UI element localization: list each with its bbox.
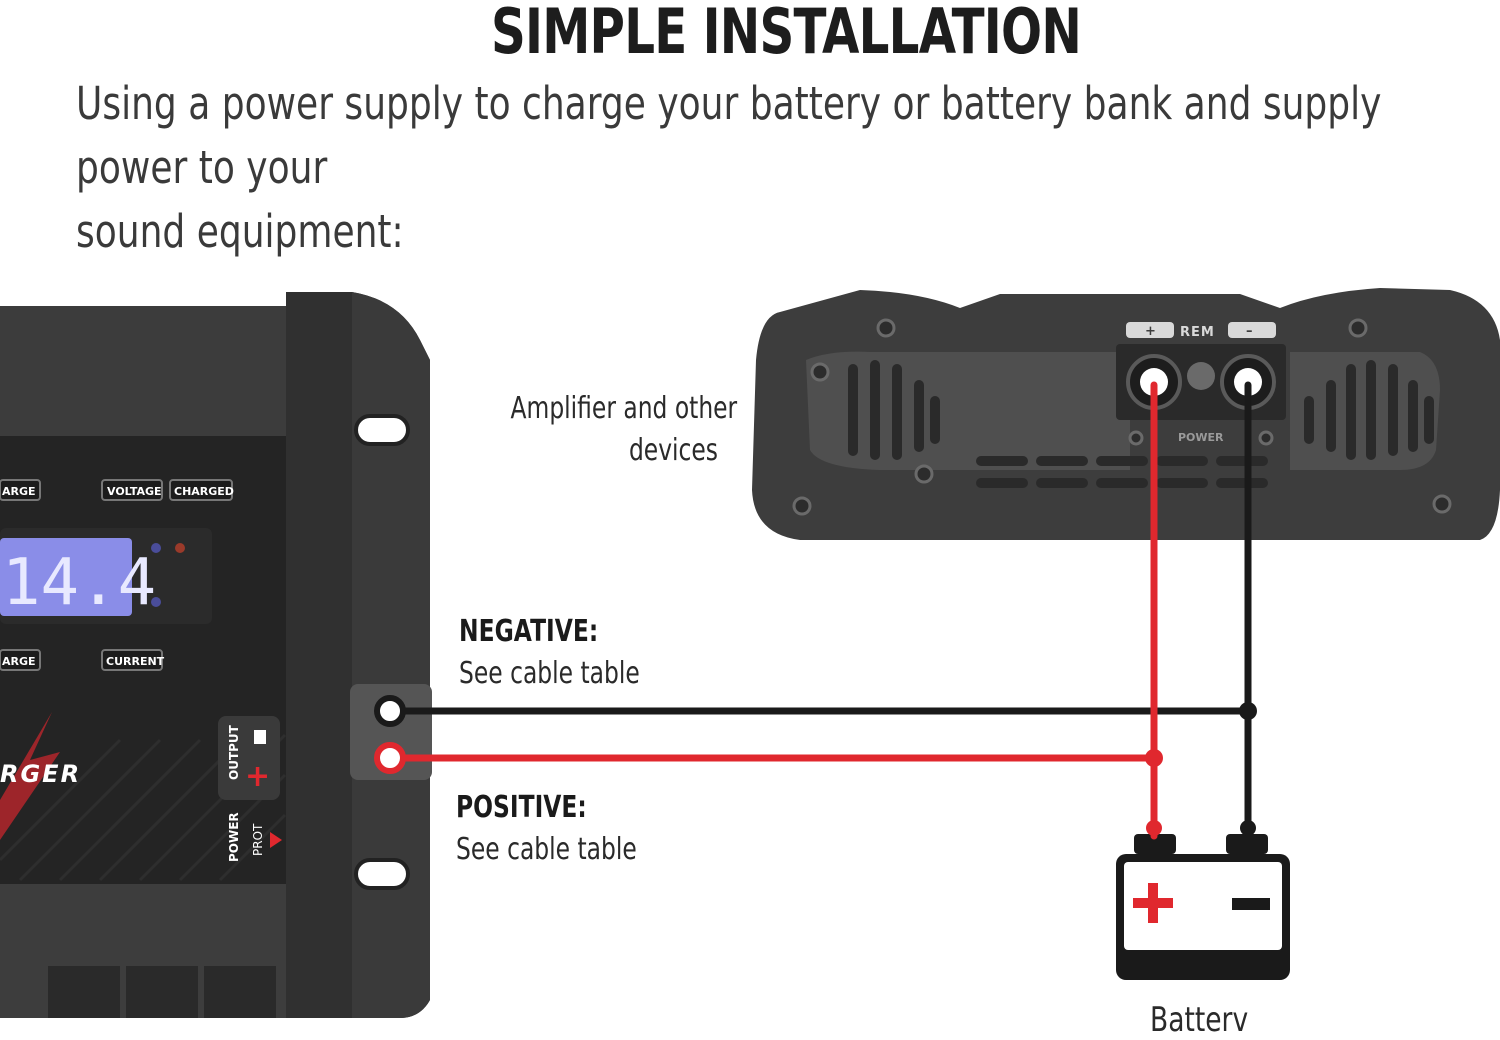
wiring xyxy=(386,381,1252,840)
page-subtitle: Using a power supply to charge your batt… xyxy=(76,72,1436,264)
battery-positive-joint xyxy=(1146,820,1162,836)
indicator-led-3 xyxy=(151,597,161,607)
negative-subtitle: See cable table xyxy=(459,656,640,691)
tag-charged: CHARGED xyxy=(174,485,234,498)
charger-end-cap-side xyxy=(352,292,430,1018)
charger-top-panel xyxy=(0,306,290,436)
positive-title: POSITIVE: xyxy=(456,790,587,825)
battery-minus-icon xyxy=(1232,898,1270,910)
battery xyxy=(1116,834,1290,980)
battery-label-area xyxy=(1124,862,1282,950)
indicator-led-1 xyxy=(151,543,161,553)
output-minus-icon xyxy=(254,730,266,744)
positive-subtitle: See cable table xyxy=(456,832,637,867)
amp-plus-label: + xyxy=(1145,324,1156,339)
negative-junction xyxy=(1239,702,1257,720)
amplifier-label-line-2: devices xyxy=(628,433,718,468)
charger-positive-terminal xyxy=(374,742,406,774)
heat-sink-fins xyxy=(848,360,1434,460)
battery-plus-icon-v xyxy=(1148,883,1158,923)
amp-plus-tag xyxy=(1126,322,1174,338)
amplifier-device: + REM – POWER xyxy=(752,288,1500,540)
amp-rem-label: REM xyxy=(1180,325,1215,340)
tag-charge-bottom: ARGE xyxy=(2,655,36,668)
brand-name: RGER xyxy=(0,760,81,788)
amplifier-screws xyxy=(792,318,1452,516)
prot-label: PROT xyxy=(251,823,265,856)
tag-charge-top: ARGE xyxy=(2,485,36,498)
vent-1 xyxy=(48,966,120,1018)
brand-logo-icon xyxy=(0,712,60,840)
battery-negative-post xyxy=(1226,834,1268,854)
amp-power-label: POWER xyxy=(1178,431,1224,444)
indicator-tags: ARGE VOLTAGE CHARGED ARGE CURRENT xyxy=(0,479,234,671)
output-label: OUTPUT xyxy=(227,724,241,780)
positive-junction xyxy=(1145,749,1163,767)
display-value: 14.4 xyxy=(2,546,156,620)
amplifier-label-line-1: Amplifier and other xyxy=(510,391,738,426)
amp-minus-label: – xyxy=(1246,324,1253,339)
charger-negative-terminal xyxy=(374,695,406,727)
vent-3 xyxy=(204,966,276,1018)
amplifier-label: Amplifier and other devices xyxy=(510,388,738,472)
voltage-display xyxy=(0,538,132,616)
subtitle-line-2: sound equipment: xyxy=(76,205,404,258)
tag-current: CURRENT xyxy=(106,655,165,668)
battery-label: Batterv xyxy=(1150,1000,1249,1040)
negative-title: NEGATIVE: xyxy=(459,614,599,649)
power-supply-charger: 14.4 ARGE VOLTAGE CHARGED ARGE CURRENT R… xyxy=(0,292,432,1018)
page-title: SIMPLE INSTALLATION xyxy=(490,0,1082,68)
amp-minus-tag xyxy=(1228,322,1276,338)
subtitle-line-1: Using a power supply to charge your batt… xyxy=(76,77,1382,194)
battery-negative-joint xyxy=(1240,820,1256,836)
output-plus-icon: + xyxy=(245,759,270,794)
amp-rem-terminal xyxy=(1187,362,1215,390)
indicator-led-2 xyxy=(175,543,185,553)
battery-positive-post xyxy=(1134,834,1176,854)
mount-slot-top xyxy=(354,414,410,446)
power-label: POWER xyxy=(227,812,241,862)
vent-2 xyxy=(126,966,198,1018)
tag-voltage: VOLTAGE xyxy=(107,485,162,498)
amplifier-left-panel xyxy=(806,351,1130,470)
prot-led-icon xyxy=(270,832,282,848)
amplifier-slots xyxy=(976,456,1268,488)
mount-slot-bottom xyxy=(354,858,410,890)
